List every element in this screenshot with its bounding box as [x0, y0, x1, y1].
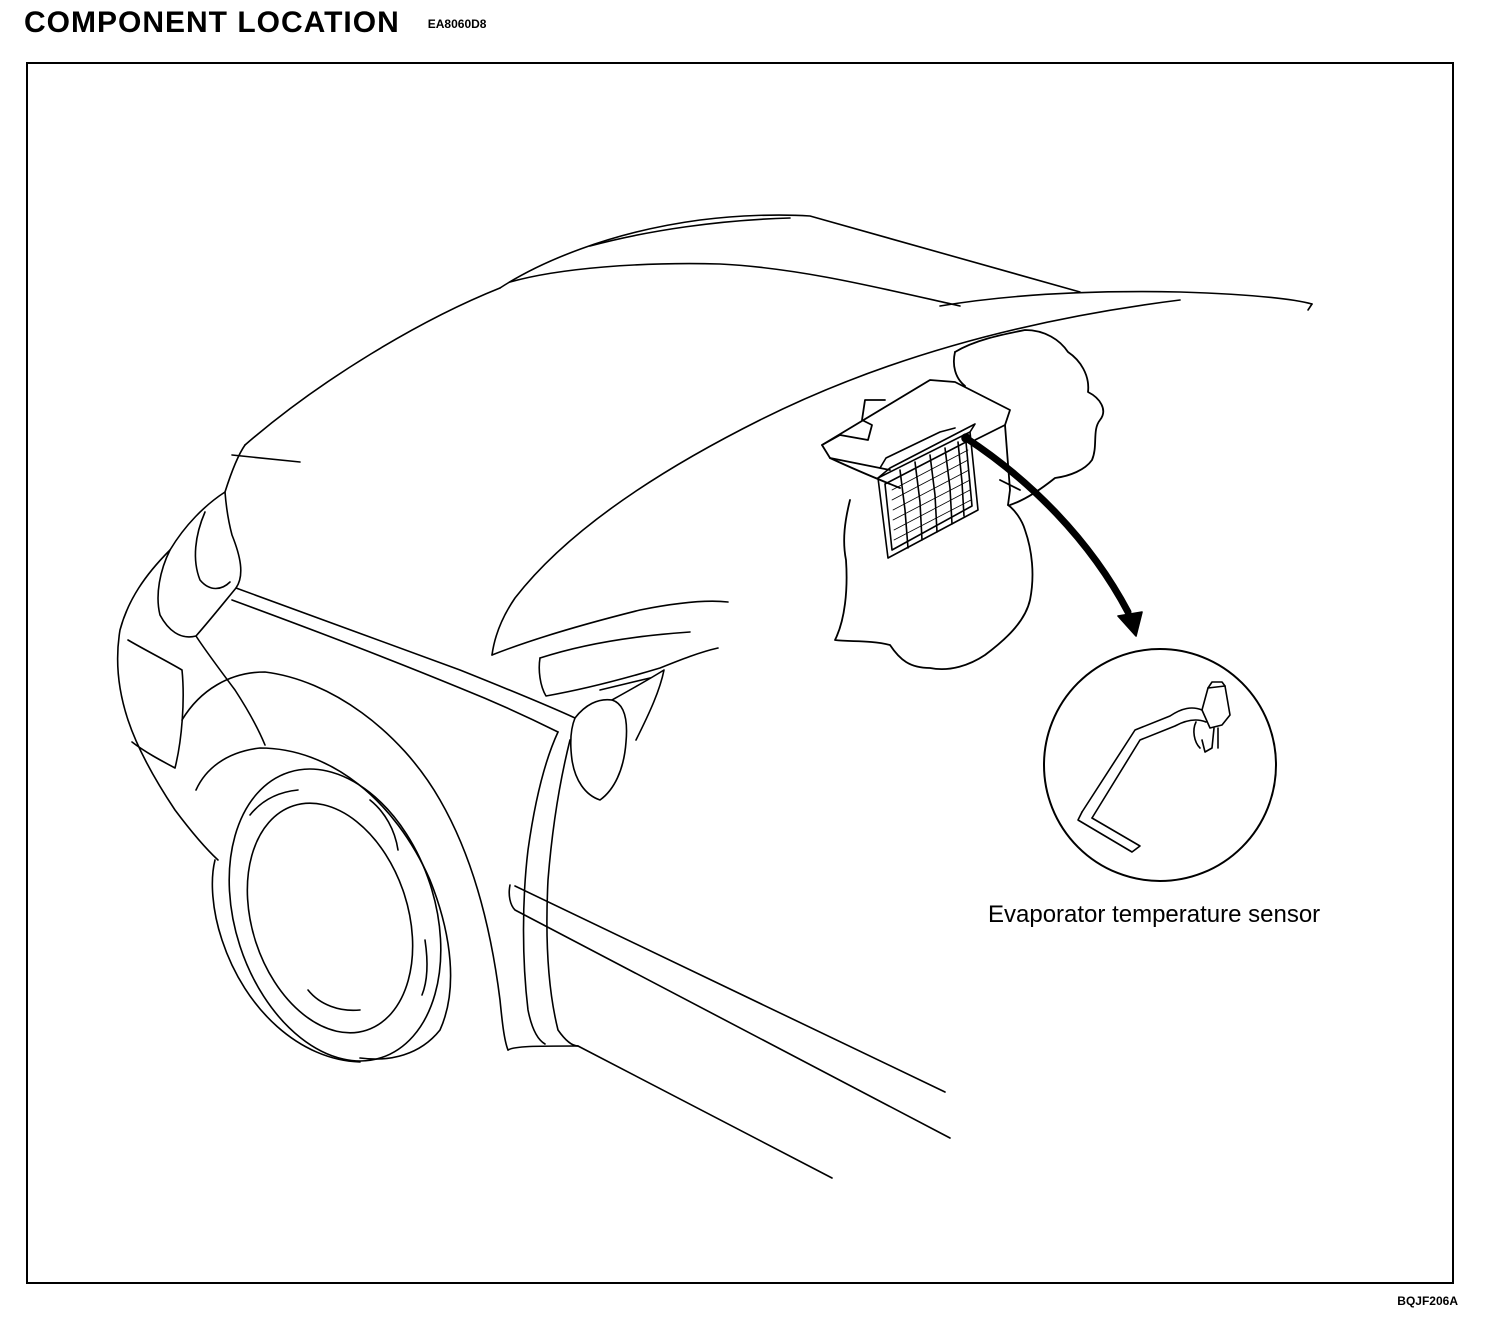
section-code: EA8060D8 [427, 17, 487, 32]
section-title: COMPONENT LOCATION [24, 6, 400, 39]
evaporator-sensor-label: Evaporator temperature sensor [988, 901, 1320, 928]
evaporator-core [877, 423, 979, 559]
sensor-pointer-arrow [961, 433, 1143, 637]
evaporator-case [821, 329, 1105, 670]
fender-line [231, 587, 576, 733]
front-wheel [181, 671, 509, 1063]
side-mirror [569, 669, 665, 801]
page-title: COMPONENT LOCATION EA8060D8 [24, 6, 486, 40]
windshield-outline [499, 214, 1081, 307]
a-pillar [491, 600, 729, 697]
fender-rear-edge [507, 731, 951, 1179]
figure-id: BQJF206A [1397, 1294, 1458, 1308]
illustration-frame [26, 62, 1454, 1284]
hood-outline [224, 287, 1313, 656]
headlamp [157, 491, 242, 638]
sensor-detail-circle [1043, 648, 1277, 882]
